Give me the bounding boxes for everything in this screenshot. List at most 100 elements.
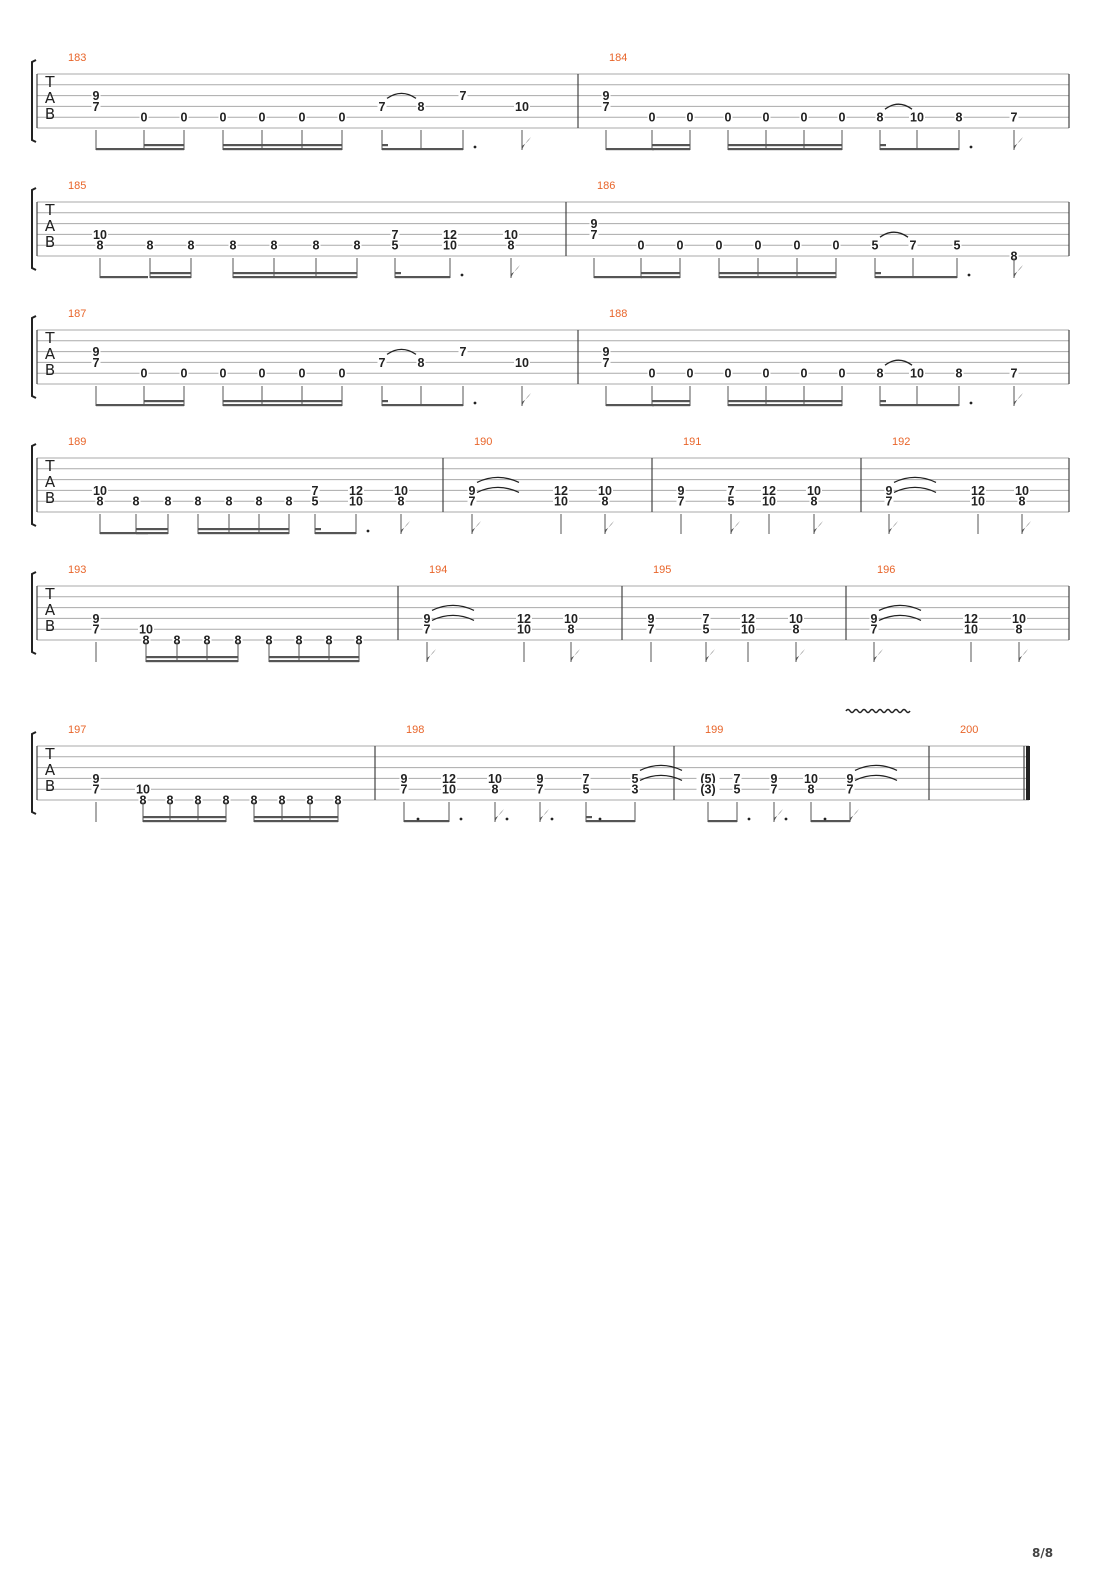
fret-bg (952, 239, 962, 252)
fret-bg (761, 495, 777, 508)
dot (459, 817, 463, 821)
fret-bg (636, 239, 646, 252)
beam (254, 820, 338, 823)
note-flag (850, 809, 859, 822)
fret-number: 9 (871, 612, 878, 626)
fret-bg (193, 794, 203, 806)
beam (150, 276, 191, 279)
fret-number: 0 (339, 111, 346, 125)
beam (254, 816, 338, 819)
fret-number: 8 (335, 794, 342, 808)
fret-bg (647, 367, 657, 380)
fret-bg (91, 89, 101, 102)
fret-number: 8 (251, 794, 258, 808)
beam (233, 272, 357, 275)
fret-number: 8 (811, 495, 818, 509)
fret-number: 7 (392, 228, 399, 242)
dot (969, 145, 973, 149)
fret-number: 5 (583, 783, 590, 797)
fret-bg (685, 111, 695, 124)
fret-number: 8 (140, 794, 147, 808)
fret-bg (761, 484, 777, 497)
fret-number: 9 (401, 772, 408, 786)
fret-number: 10 (349, 495, 363, 509)
fret-bg (732, 783, 742, 796)
tie (476, 486, 520, 493)
fret-number: 8 (143, 634, 150, 648)
beam (652, 400, 690, 403)
fret-bg (393, 484, 409, 497)
dot (550, 817, 554, 821)
beam (146, 656, 238, 659)
fret-bg (91, 772, 101, 785)
tie (893, 486, 937, 493)
fret-bg (696, 772, 720, 785)
dot (967, 273, 971, 277)
fret-bg (869, 612, 879, 625)
fret-bg (597, 484, 613, 497)
fret-bg (91, 623, 101, 636)
fret-number: 9 (469, 484, 476, 498)
fret-number: 10 (910, 111, 924, 125)
fret-bg (506, 239, 516, 252)
fret-bg (202, 634, 212, 646)
fret-bg (909, 111, 925, 124)
fret-number: 0 (339, 367, 346, 381)
beam (728, 148, 842, 151)
fret-bg (630, 772, 640, 785)
beam-stub (875, 272, 881, 275)
fret-bg (806, 484, 822, 497)
fret-bg (685, 367, 695, 380)
measure-number: 192 (892, 436, 910, 448)
fret-number: 7 (537, 783, 544, 797)
tab-clef-letter: T (44, 457, 55, 475)
fret-bg (646, 623, 656, 636)
fret-bg (257, 111, 267, 124)
fret-bg (224, 495, 234, 508)
fret-number: 8 (167, 794, 174, 808)
fret-number: 7 (648, 623, 655, 637)
fret-number: 12 (762, 484, 776, 498)
beam (728, 400, 842, 403)
fret-number: 9 (886, 484, 893, 498)
fret-number: 8 (204, 634, 211, 648)
fret-bg (422, 612, 432, 625)
dot (366, 529, 370, 533)
measure-number: 197 (68, 724, 86, 736)
fret-number: 8 (266, 634, 273, 648)
measure-number: 185 (68, 180, 86, 192)
beam-stub (382, 144, 388, 147)
tie (884, 359, 913, 366)
fret-number: 0 (755, 239, 762, 253)
dot (505, 817, 509, 821)
fret-bg (600, 495, 610, 508)
note-flag (814, 521, 823, 534)
beam (719, 276, 836, 279)
fret-bg (193, 495, 203, 508)
fret-bg (589, 217, 599, 230)
fret-number: 0 (649, 111, 656, 125)
fret-bg (769, 772, 779, 785)
beam-stub (315, 528, 321, 531)
system-bracket (31, 59, 37, 143)
fret-bg (503, 228, 519, 241)
measure-number: 199 (705, 724, 723, 736)
beam (652, 148, 690, 151)
fret-bg (377, 100, 387, 113)
fret-bg (884, 484, 894, 497)
fret-bg (954, 111, 964, 124)
fret-number: 7 (460, 89, 467, 103)
fret-bg (257, 367, 267, 380)
fret-bg (467, 495, 477, 508)
system-bracket (31, 315, 37, 399)
note-flag (495, 809, 504, 822)
fret-number: 7 (93, 100, 100, 114)
fret-number: 8 (808, 783, 815, 797)
fret-number: 10 (964, 623, 978, 637)
note-flag (1019, 649, 1028, 662)
beam (652, 144, 690, 147)
fret-number: 8 (418, 100, 425, 114)
fret-bg (91, 783, 101, 796)
fret-bg (297, 111, 307, 124)
note-flag (1014, 265, 1023, 278)
